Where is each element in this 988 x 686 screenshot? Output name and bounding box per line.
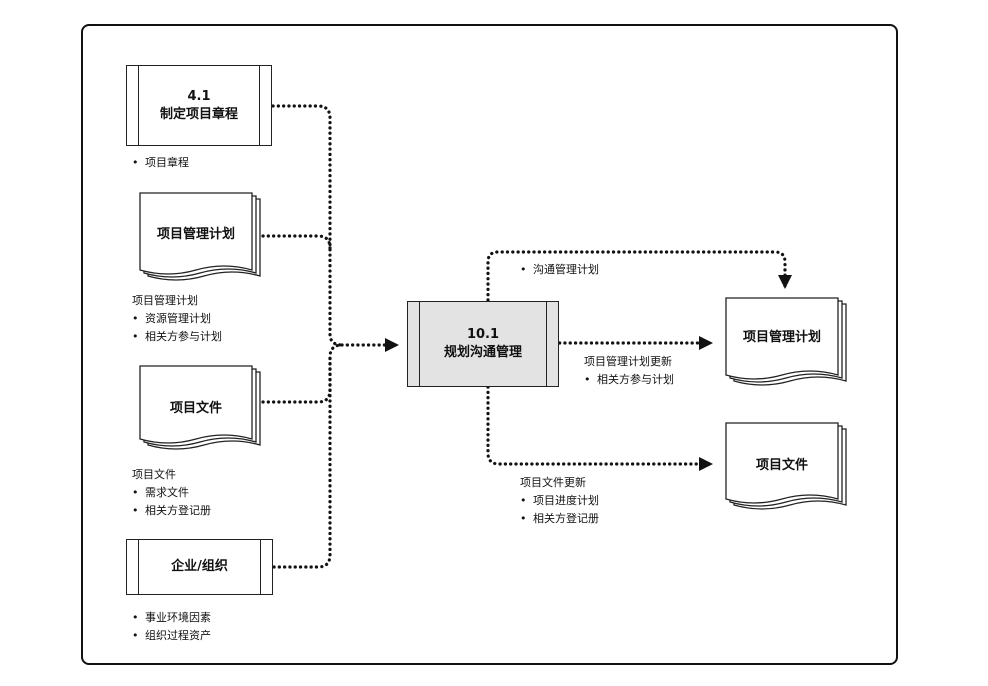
list-item: 组织过程资产	[132, 627, 211, 645]
list-item: 资源管理计划	[132, 310, 222, 328]
charter-note: 项目章程	[132, 154, 189, 172]
diagram-frame	[81, 24, 898, 665]
pm-plan-input-label[interactable]: 项目管理计划	[156, 227, 235, 242]
note-heading: 项目管理计划更新	[584, 355, 672, 368]
enterprise-label: 企业/组织	[171, 559, 228, 574]
project-docs-note: 项目文件 需求文件 相关方登记册	[132, 466, 211, 520]
note-heading: 项目文件	[132, 468, 176, 481]
note-heading: 项目管理计划	[132, 294, 198, 307]
process-name: 规划沟通管理	[443, 345, 522, 360]
list-item: 相关方登记册	[132, 502, 211, 520]
process-number: 4.1	[187, 88, 211, 104]
list-item: 项目进度计划	[520, 492, 599, 510]
process-name: 制定项目章程	[159, 106, 238, 122]
enterprise-note: 事业环境因素 组织过程资产	[132, 609, 211, 645]
enterprise-box[interactable]: 企业/组织	[126, 539, 273, 595]
project-docs-update-note: 项目文件更新 项目进度计划 相关方登记册	[520, 474, 599, 528]
pm-plan-note: 项目管理计划 资源管理计划 相关方参与计划	[132, 292, 222, 346]
list-item: 相关方登记册	[520, 510, 599, 528]
list-item: 相关方参与计划	[132, 328, 222, 346]
project-docs-input-label[interactable]: 项目文件	[169, 401, 222, 416]
list-item: 事业环境因素	[132, 609, 211, 627]
note-heading: 项目文件更新	[520, 476, 586, 489]
project-docs-output-label[interactable]: 项目文件	[755, 458, 808, 473]
comm-plan-note: 沟通管理计划	[520, 261, 599, 279]
list-item: 需求文件	[132, 484, 211, 502]
process-box-10-1[interactable]: 10.1 规划沟通管理	[407, 301, 559, 387]
list-item: 相关方参与计划	[584, 371, 674, 389]
pm-plan-update-note: 项目管理计划更新 相关方参与计划	[584, 353, 674, 389]
list-item: 项目章程	[132, 154, 189, 172]
process-box-4-1[interactable]: 4.1 制定项目章程	[126, 65, 272, 146]
process-number: 10.1	[466, 327, 500, 342]
list-item: 沟通管理计划	[520, 261, 599, 279]
pm-plan-output-label[interactable]: 项目管理计划	[742, 330, 821, 345]
